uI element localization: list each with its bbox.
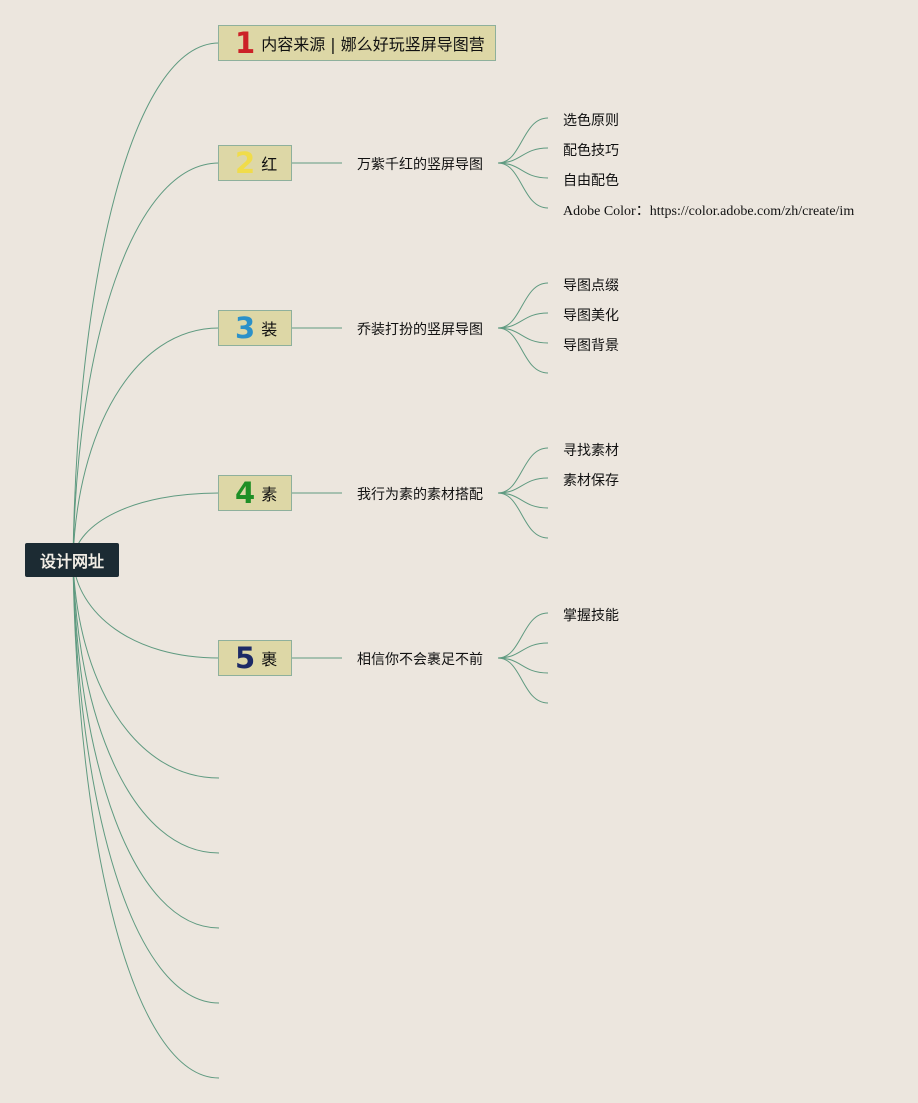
root-link-1 xyxy=(72,42,220,561)
branch-number-4: 4 xyxy=(235,475,256,510)
branch-number-1: 1 xyxy=(235,25,256,60)
subtopic-leaf-link-1-1 xyxy=(497,117,549,164)
root-link-7 xyxy=(72,559,220,854)
subtopic-leaf-link-2-2 xyxy=(497,312,549,329)
branch-node-5[interactable]: 5 裹 xyxy=(218,640,292,676)
branch-number-5: 5 xyxy=(235,640,256,675)
subtopic-1[interactable]: 万紫千红的竖屏导图 xyxy=(357,157,483,173)
leaf-2-1[interactable]: 导图点缀 xyxy=(563,278,619,294)
subtopic-leaf-link-4-1 xyxy=(497,612,549,659)
leaf-1-1[interactable]: 选色原则 xyxy=(563,113,619,129)
branch-node-3[interactable]: 3 装 xyxy=(218,310,292,346)
root-link-5 xyxy=(72,559,220,659)
subtopic-leaf-link-3-3 xyxy=(497,492,549,509)
leaf-2-3[interactable]: 导图背景 xyxy=(563,338,619,354)
root-link-10 xyxy=(72,559,220,1079)
subtopic-leaf-link-2-4 xyxy=(497,327,549,374)
root-link-8 xyxy=(72,559,220,929)
leaf-3-2[interactable]: 素材保存 xyxy=(563,473,619,489)
subtopic-leaf-link-3-2 xyxy=(497,477,549,494)
subtopic-leaf-link-4-2 xyxy=(497,642,549,659)
root-link-3 xyxy=(72,327,220,561)
subtopic-4[interactable]: 相信你不会裹足不前 xyxy=(357,652,483,668)
subtopic-leaf-link-1-4 xyxy=(497,162,549,209)
subtopic-leaf-link-2-1 xyxy=(497,282,549,329)
subtopic-leaf-link-1-3 xyxy=(497,162,549,179)
subtopic-leaf-link-3-4 xyxy=(497,492,549,539)
branch-number-3: 3 xyxy=(235,310,256,345)
subtopic-leaf-link-4-3 xyxy=(497,657,549,674)
branch-node-2[interactable]: 2 红 xyxy=(218,145,292,181)
leaf-1-4[interactable]: Adobe Color：https://color.adobe.com/zh/c… xyxy=(563,204,855,219)
root-link-2 xyxy=(72,162,220,561)
branch-node-1[interactable]: 1 内容来源 | 娜么好玩竖屏导图营 xyxy=(218,25,496,61)
subtopic-leaf-link-3-1 xyxy=(497,447,549,494)
root-link-9 xyxy=(72,559,220,1004)
branch-node-4[interactable]: 4 素 xyxy=(218,475,292,511)
root-node[interactable]: 设计网址 xyxy=(25,543,119,577)
subtopic-2[interactable]: 乔装打扮的竖屏导图 xyxy=(357,322,483,338)
subtopic-leaf-link-1-2 xyxy=(497,147,549,164)
leaf-4-1[interactable]: 掌握技能 xyxy=(563,608,619,624)
subtopic-leaf-link-2-3 xyxy=(497,327,549,344)
branch-label-4: 素 xyxy=(261,485,278,504)
branch-label-2: 红 xyxy=(261,155,278,174)
subtopic-3[interactable]: 我行为素的素材搭配 xyxy=(357,487,483,503)
branch-number-2: 2 xyxy=(235,145,256,180)
subtopic-leaf-link-4-4 xyxy=(497,657,549,704)
branch-label-5: 裹 xyxy=(261,650,278,669)
leaf-3-1[interactable]: 寻找素材 xyxy=(563,443,619,459)
branch-label-1: 内容来源 | 娜么好玩竖屏导图营 xyxy=(261,35,485,54)
leaf-2-2[interactable]: 导图美化 xyxy=(563,308,619,324)
root-label: 设计网址 xyxy=(39,552,104,571)
branch-label-3: 装 xyxy=(261,320,278,339)
root-link-6 xyxy=(72,559,220,779)
leaf-1-3[interactable]: 自由配色 xyxy=(563,173,619,189)
leaf-1-2[interactable]: 配色技巧 xyxy=(563,143,619,159)
